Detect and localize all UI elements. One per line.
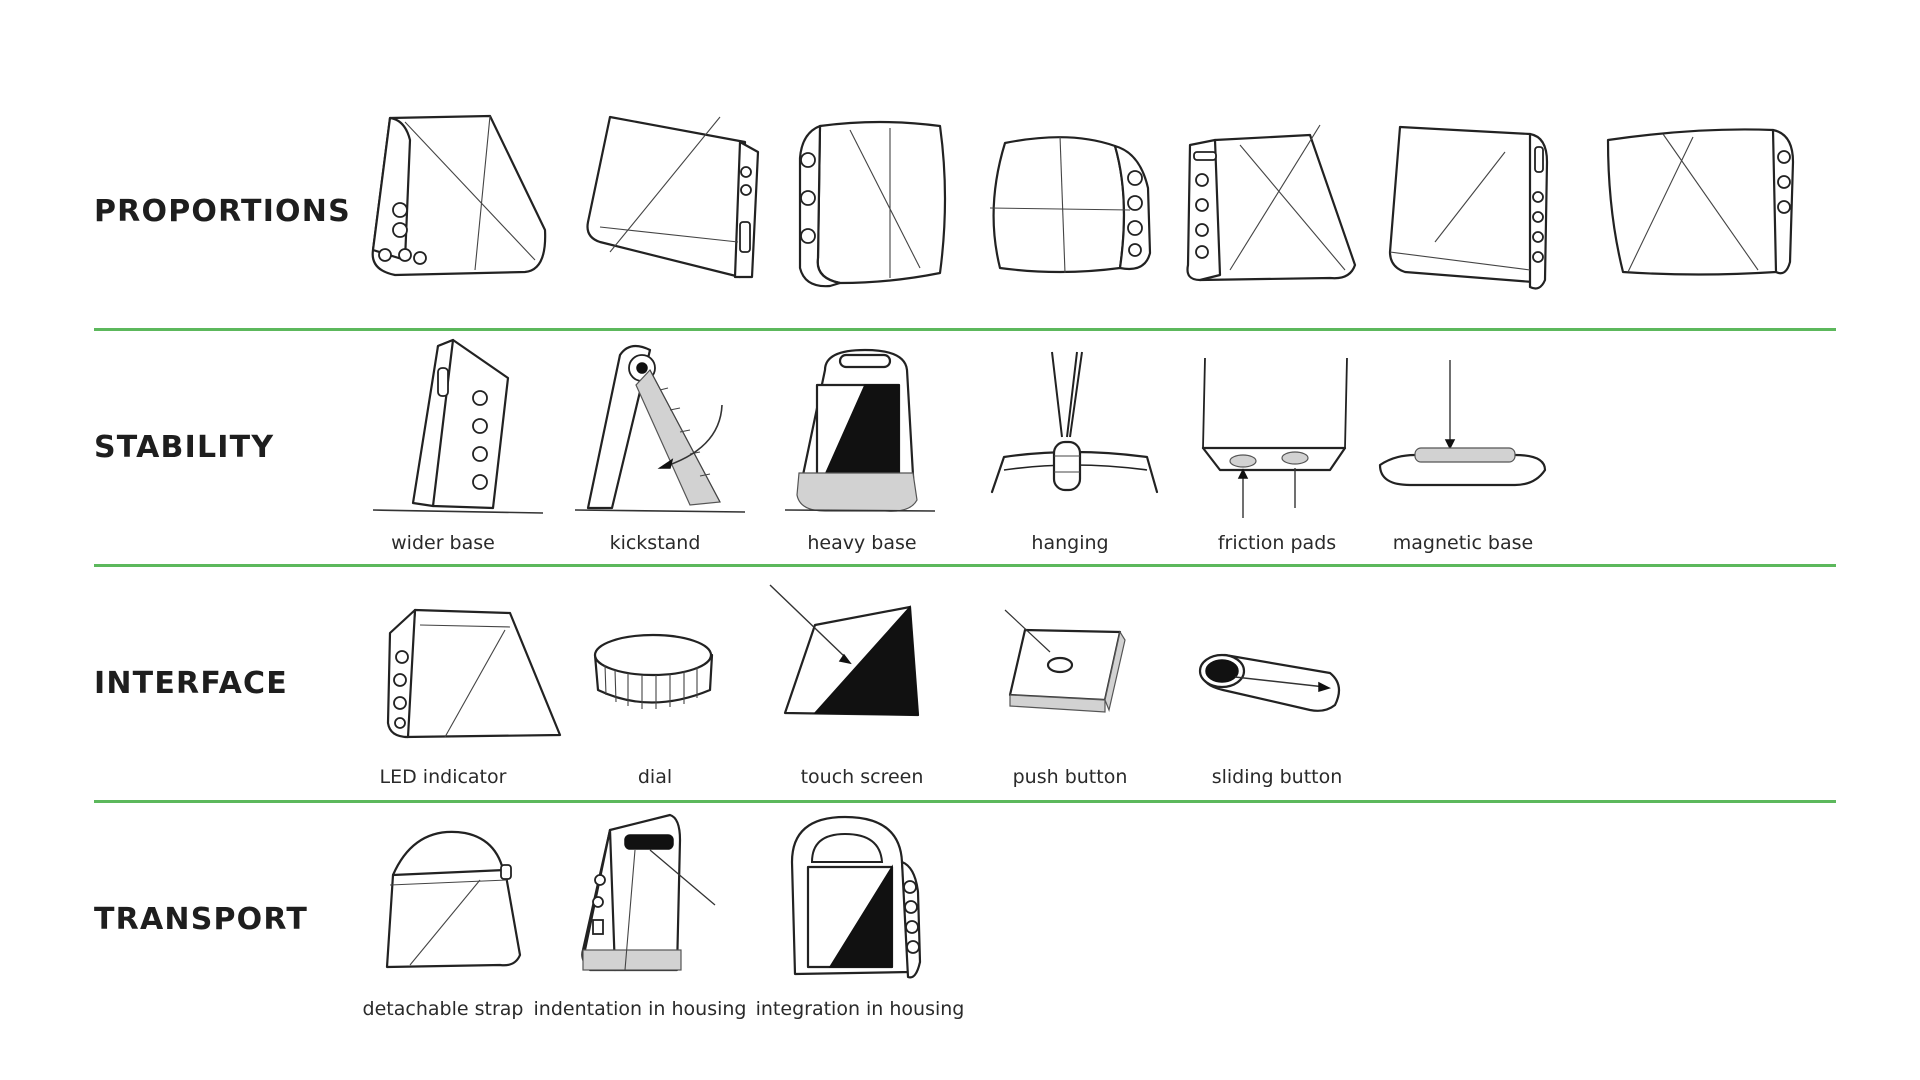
sketch-proportions-trapezoid [1180, 120, 1360, 290]
caption-kickstand: kickstand [609, 532, 701, 554]
caption-hanging: hanging [1031, 532, 1109, 554]
sketch-proportions-slanted-slab [580, 112, 770, 287]
caption-push-button: push button [1012, 766, 1128, 788]
caption-dial: dial [637, 766, 673, 788]
sketch-detachable-strap [375, 825, 525, 975]
sketch-proportions-wide-box [1598, 122, 1808, 287]
section-title-transport: TRANSPORT [94, 902, 309, 937]
caption-integration-in-housing: integration in housing [755, 998, 965, 1020]
caption-indentation-in-housing: indentation in housing [533, 998, 747, 1020]
caption-led-indicator: LED indicator [379, 766, 507, 788]
sketch-proportions-tall-panel [1375, 122, 1555, 297]
section-title-interface: INTERFACE [94, 666, 288, 701]
section-divider [94, 800, 1836, 803]
sketch-indentation-in-housing [565, 810, 735, 985]
sketch-heavy-base [784, 345, 945, 520]
sketch-sliding-button [1195, 645, 1355, 730]
sketch-push-button [1004, 609, 1130, 725]
sketch-magnetic-base [1375, 360, 1555, 505]
sketch-wider-base [368, 338, 548, 523]
section-divider [94, 564, 1836, 567]
caption-friction-pads: friction pads [1217, 532, 1337, 554]
section-title-stability: STABILITY [94, 430, 275, 465]
caption-detachable-strap: detachable strap [362, 998, 524, 1020]
sketch-integration-in-housing [780, 812, 930, 987]
sketch-proportions-tall-wedge [365, 110, 555, 290]
caption-sliding-button: sliding button [1211, 766, 1343, 788]
sketch-proportions-wide-pillow [980, 128, 1165, 283]
sketch-touch-screen [769, 584, 930, 730]
sketch-proportions-rounded-box [790, 118, 960, 298]
sketch-dial [590, 630, 720, 730]
caption-heavy-base: heavy base [807, 532, 917, 554]
caption-wider-base: wider base [391, 532, 495, 554]
sketch-hanging [982, 351, 1162, 507]
caption-touch-screen: touch screen [800, 766, 924, 788]
sketch-kickstand [570, 340, 750, 520]
sketch-led-indicator [380, 605, 562, 750]
caption-magnetic-base: magnetic base [1392, 532, 1534, 554]
sketch-friction-pads [1195, 357, 1365, 523]
section-title-proportions: PROPORTIONS [94, 194, 351, 229]
section-divider [94, 328, 1836, 331]
